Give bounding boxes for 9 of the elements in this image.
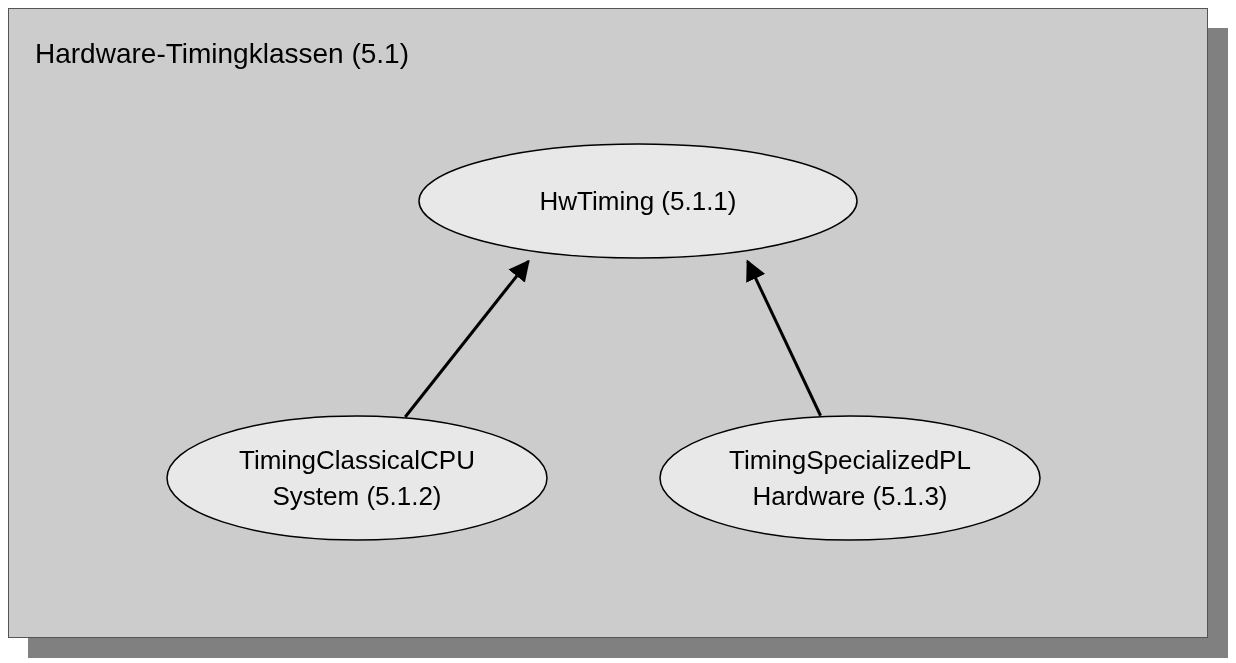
class-name: TimingClassicalCPU System (5.1.2) (238, 444, 476, 513)
class-ellipse (659, 415, 1041, 541)
class-name: HwTiming (5.1.1) (538, 185, 738, 218)
arrow (404, 259, 530, 418)
diagram-title: Hardware-Timingklassen (5.1) (35, 37, 409, 71)
class-name: TimingSpecializedPL Hardware (5.1.3) (728, 444, 972, 513)
class-ellipse (166, 415, 548, 541)
class-ellipse (418, 143, 858, 259)
arrow (746, 259, 822, 417)
